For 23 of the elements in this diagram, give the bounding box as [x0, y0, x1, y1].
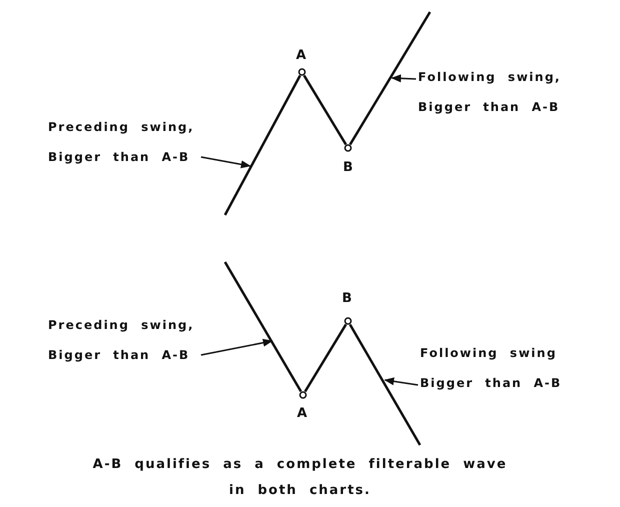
leader-arrow [384, 377, 418, 386]
caption: A-B qualifies as a complete filterable wave in both charts. [92, 456, 508, 500]
swing-point [298, 68, 306, 76]
swing-annotation: Following swing, Bigger than A-B [418, 62, 608, 122]
point-label: A [297, 406, 308, 421]
swing-annotation: Preceding swing, Bigger than A-B [48, 310, 200, 370]
point-label: B [342, 291, 352, 306]
price-line [224, 74, 302, 216]
price-line [348, 324, 422, 446]
price-line [349, 11, 432, 146]
leader-arrow [200, 338, 273, 356]
price-line [224, 261, 302, 392]
swing-annotation: Following swing Bigger than A-B [420, 338, 610, 398]
swing-point [344, 317, 352, 325]
point-label: A [296, 48, 306, 63]
point-label: B [343, 160, 353, 175]
swing-point [299, 391, 307, 399]
leader-arrow [391, 74, 416, 82]
price-line [304, 324, 347, 392]
leader-arrow [200, 156, 251, 168]
swing-point [344, 144, 352, 152]
price-line [303, 74, 347, 146]
swing-annotation: Preceding swing, Bigger than A-B [48, 112, 200, 172]
